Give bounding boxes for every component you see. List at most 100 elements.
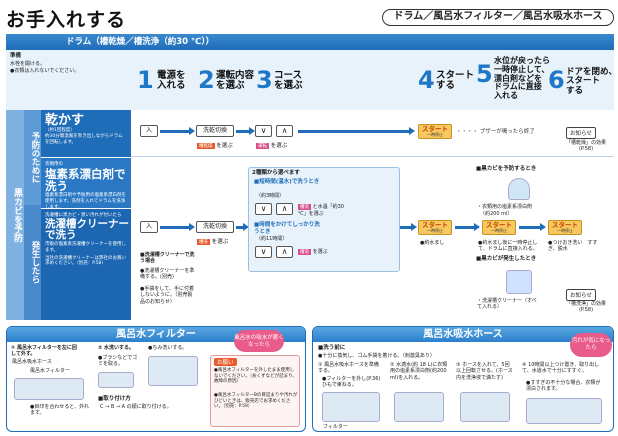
cleaner-note-1: ■洗濯槽クリーナーで洗う場合 [140,252,195,265]
row-dry-note: 約30分間温風を吹き出しながらドラムを回転します。 [45,134,123,145]
bleach-item-2: ・洗濯槽クリーナー（すべて入れる） [477,298,537,311]
filter-warning-1: ●風呂水フィルターを外したまま使用しないでください。（糸くずなどが詰まり、故障の… [214,368,297,385]
sel-opt1-choose-text: と水温「約30 ℃」を選ぶ [298,204,344,217]
start-button-wash-2[interactable]: スタート一時停止 [548,220,582,235]
notice-dry-page: (P.58) [578,146,594,153]
course-down-button-b[interactable]: ∨ [255,246,272,258]
step-1-text: 電源を 入れる [157,70,186,92]
prep-label: 準備 [10,53,22,59]
step-4-text: スタート する [436,70,475,92]
section-pill: ドラム／風呂水フィルター／風呂水吸水ホース [382,9,614,26]
start-button-wash[interactable]: スタート一時停止 [418,220,452,235]
start-label: スタート [486,221,512,229]
drum-header: ドラム（槽乾燥／槽洗浄（約30 ℃）） [6,34,614,50]
start-sub-label: 一時停止 [427,131,443,137]
bleach-bottle-image [508,178,530,200]
sel-opt2-time: （約11時間） [256,236,288,242]
step-2-text: 運転内容 を選ぶ [216,70,255,92]
course-down-button[interactable]: ∨ [255,125,272,137]
notice-wash: お知らせ [566,289,596,301]
hose-coil-image [322,392,380,422]
notice-wash-sub: 「槽洗浄」の効果 (P.58) [565,301,606,314]
filter-step-3: ●ちみ洗いする。 [148,345,188,351]
hose-step-1-note: ●フィルターを外し(P.36) ひもで束ねる。 [322,376,381,389]
course-up-button-a[interactable]: ∧ [276,203,293,215]
mode-choose-wash-text: を選ぶ [211,239,229,245]
start-button-dry[interactable]: スタート一時停止 [418,124,452,139]
filter-step-2: ② 水洗いする。 [98,345,134,351]
hose-basin-image [394,392,444,422]
step5-note: ●約水まし後に一時停止して、ドラムに直接入れる。 [478,240,538,253]
arrow [160,223,195,231]
cleaner-bottle-image [506,270,532,294]
arrow [160,127,195,135]
hose-rinse-image [526,398,602,424]
arrow [400,223,417,231]
hose-bubble: 汚れが気になったら [570,333,612,357]
sidebar-prevent: 予防のために [24,110,41,205]
step-3-number: 3 [256,66,273,94]
start-sub-label: 一時停止 [491,227,507,233]
step-6-number: 6 [548,66,565,94]
step-3-text: コース を選ぶ [274,70,303,92]
row-dry-title: 乾かす [45,113,85,128]
sel-opt1-choose: 槽洗 と水温「約30 ℃」を選ぶ [298,203,346,217]
arrow [298,127,415,135]
notice-dry: お知らせ [566,127,596,139]
mode-button-wash[interactable]: 洗乾切換 [196,221,234,233]
course-down-button-a[interactable]: ∨ [255,203,272,215]
step6-note: ●つけおき洗い すすぎ、脱水 [548,240,598,253]
row-cleaner-note: 市販の塩素系洗濯槽クリーナーを使用します。 [45,241,126,253]
filter-brush-image [98,372,134,388]
course-choose-text: を選ぶ [270,143,288,149]
sel-head: 2種類から選べます [252,170,300,176]
row-dry-band: 乾かす （約1回程度） 約30分間温風を吹き出しながらドラムを回転します。 [41,110,131,157]
course-up-button-b[interactable]: ∧ [276,246,293,258]
sel-opt2-choose: 槽洗 を選ぶ [298,248,328,255]
sel-opt1: ■短時間(温水)で洗うとき [254,179,320,185]
hose-step-4-note: ●すすぎの不十分な場合、衣類が漂白されます。 [526,380,601,393]
sel-opt2: ■時間をかけてしっかり洗うとき [254,222,320,235]
row-bleach-band: 衣類用の 塩素系漂白剤で 洗う 塩素系漂白剤や予防用の塩素系漂白剤を使用します。… [41,158,131,210]
filter-attach-steps: C → B → A の順に取り付ける。 [100,404,172,410]
start-sub-label: 一時停止 [427,227,443,233]
mode-choose-text: を選ぶ [216,143,233,149]
notice-dry-sub: 「槽乾燥」の効果(P.58) [562,140,610,153]
row-bleach-note: 塩素系漂白剤や予防用の塩素系漂白剤を使用します。洗剤を入れてドラムを洗浄します。 [45,193,126,210]
course-up-button[interactable]: ∧ [276,125,293,137]
power-button-dry[interactable]: 入 [140,125,158,137]
sel-tag-b: 槽洗 [298,249,311,255]
step4-note: ●約水まし [420,240,445,246]
filter-step-1-label: 風呂水吸水ホース [12,359,52,365]
course-tag-dry: 運転 [256,143,269,149]
power-button-wash[interactable]: 入 [140,221,158,233]
bleach-head: ■黒カビを予防するとき [476,166,537,172]
row-cleaner-title: 洗濯槽クリーナー で洗う [45,217,129,242]
mode-choose-wash: 槽洗 を選ぶ [197,237,228,245]
start-label: スタート [552,221,578,229]
filter-step-1: ① 風呂水フィルターを左に回して外す。 [11,345,77,358]
start-sub-label: 一時停止 [557,227,573,233]
filter-step-2-note: ●ブラシなどでゴミを取る。 [98,355,138,368]
mode-button-dry[interactable]: 洗乾切換 [196,125,234,137]
cleaner-note-3: ●手袋をして、手に付着しないように。（別売製品のお知らせ） [140,286,194,305]
step-4-number: 4 [418,66,435,94]
hose-step-2: ② 水適水(約 18 L)に衣類用の塩素系漂白剤(約200 ml)を入れる。 [390,362,448,381]
cleaner-note-2: ●洗濯槽クリーナーを準備する。(別売) [140,268,195,281]
filter-attach: ■取り付け方 [98,396,131,402]
notice-dry-sub2: 「槽乾燥」の効果 [565,140,606,146]
hose-step-1: ① 風呂水吸水ホースを準備する。 [318,362,379,375]
arrow [519,223,546,231]
mode-choose-dry: 槽乾燥 を選ぶ [197,141,233,149]
dry-end-label: ブザーが鳴ったら終了 [479,129,535,135]
filter-hose-image [14,378,84,400]
arrow [236,223,249,231]
bleach-item: ・衣類用の塩素系漂白剤 [477,204,533,210]
hose-intro: ■洗う前に [318,345,346,351]
step-6-text: ドアを閉め、 スタート する [566,67,618,96]
hose-filter-label: フィルター [323,424,348,430]
bleach-amount: （約200 ml） [480,211,513,217]
hose-step-4: ④ 10時間以上つけ置き、取り出して、水道水で十分にすすぐ。 [522,362,600,375]
pause-button-wash[interactable]: スタート一時停止 [482,220,516,235]
filter-step-1-note: ●目印を合わせると、外れます。 [30,404,90,417]
